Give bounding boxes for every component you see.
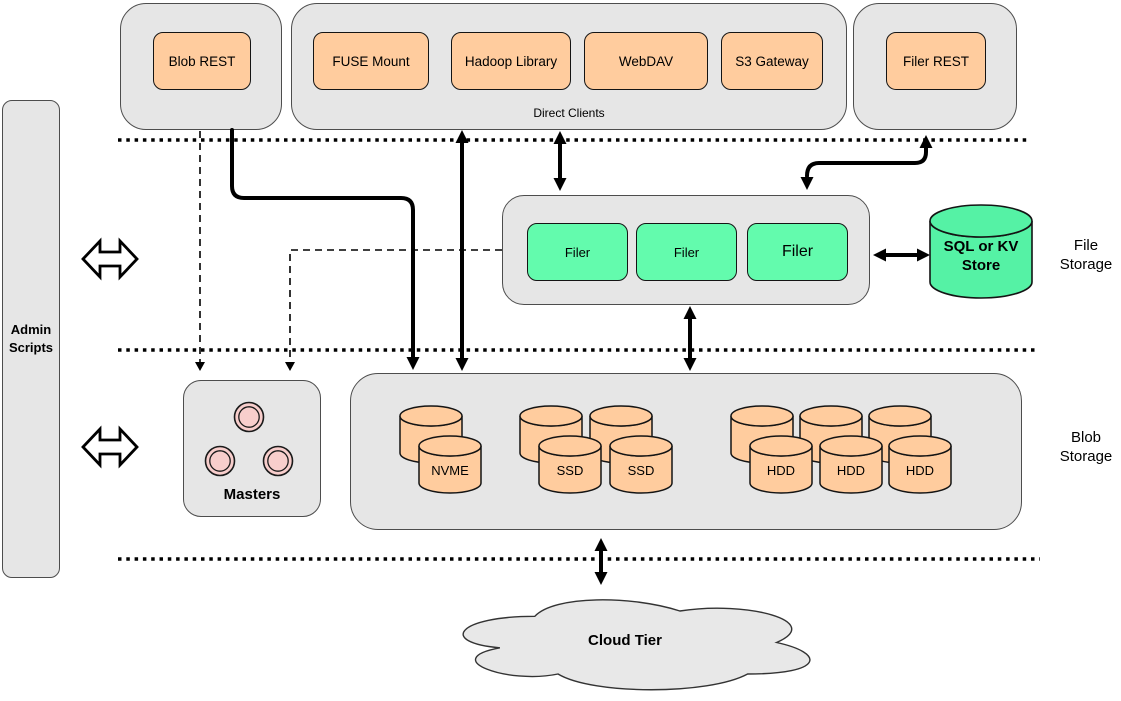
admin-scripts-label: Admin Scripts	[8, 322, 54, 355]
arrowhead	[195, 362, 205, 371]
ssd-label: SSD	[627, 463, 655, 478]
filer-label-3: Filer	[781, 243, 814, 260]
filer-rest-label: Filer REST	[902, 53, 969, 69]
hdd-label: HDD	[836, 463, 866, 478]
filer-node-1[interactable]: Filer	[527, 223, 628, 281]
nvme-label: NVME	[431, 463, 469, 478]
admin-link-arrow-filestorage[interactable]	[81, 237, 139, 281]
blob-rest-label: Blob REST	[168, 53, 236, 69]
s3-gateway-node[interactable]: S3 Gateway	[721, 32, 823, 90]
arrowhead	[285, 362, 295, 371]
admin-scripts-box[interactable]: Admin Scripts	[2, 100, 60, 578]
blob-storage-section-label: Blob Storage	[1059, 429, 1113, 465]
masters-group[interactable]: Masters	[183, 380, 321, 517]
direct-clients-label: Direct Clients	[533, 106, 605, 120]
masters-label: Masters	[223, 486, 281, 503]
s3-gateway-label: S3 Gateway	[735, 53, 809, 69]
filer-node-2[interactable]: Filer	[636, 223, 737, 281]
hadoop-library-node[interactable]: Hadoop Library	[451, 32, 571, 90]
blob-storage-group[interactable]	[350, 373, 1022, 530]
hadoop-library-label: Hadoop Library	[464, 53, 558, 69]
direct-clients-group[interactable]: FUSE Mount Hadoop Library WebDAV S3 Gate…	[291, 3, 847, 130]
webdav-node[interactable]: WebDAV	[584, 32, 708, 90]
hdd-label: HDD	[905, 463, 935, 478]
filer-cluster-group[interactable]: Filer Filer Filer	[502, 195, 870, 305]
kv-store-label: SQL or KV Store	[943, 238, 1019, 274]
fuse-mount-label: FUSE Mount	[332, 53, 410, 69]
edge-blobrest-to-blobstorage[interactable]	[230, 128, 415, 360]
filer-rest-group[interactable]: Filer REST	[853, 3, 1017, 130]
fuse-mount-node[interactable]: FUSE Mount	[313, 32, 429, 90]
filer-rest-node[interactable]: Filer REST	[886, 32, 986, 90]
filer-label-2: Filer	[673, 244, 700, 260]
filer-node-3[interactable]: Filer	[747, 223, 848, 281]
cloud-tier-label: Cloud Tier	[588, 632, 662, 649]
hdd-label: HDD	[766, 463, 796, 478]
edge-filerrest-to-filers[interactable]	[805, 145, 928, 178]
webdav-label: WebDAV	[618, 53, 674, 69]
blob-rest-group[interactable]: Blob REST	[120, 3, 282, 130]
ssd-label: SSD	[556, 463, 584, 478]
admin-link-arrow-blobstorage[interactable]	[81, 425, 139, 469]
blob-rest-node[interactable]: Blob REST	[153, 32, 251, 90]
file-storage-section-label: File Storage	[1059, 237, 1113, 273]
filer-label-1: Filer	[564, 244, 591, 260]
edge-filer-to-masters[interactable]	[289, 249, 502, 362]
